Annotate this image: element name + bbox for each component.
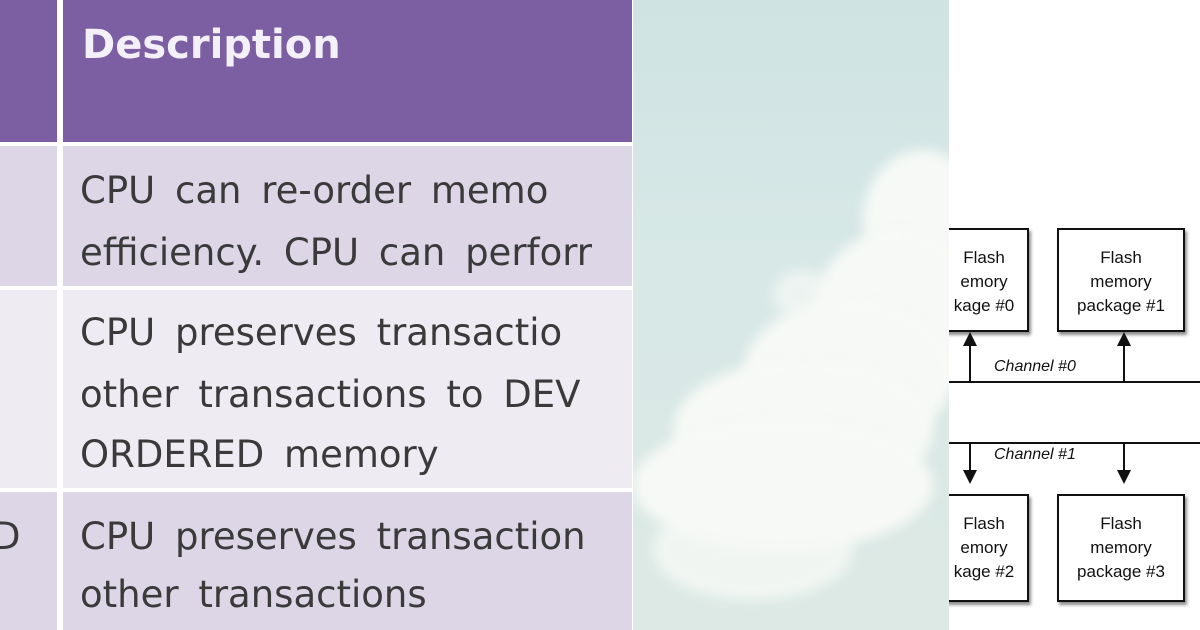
flash-package-0: Flash emory kage #0 — [949, 228, 1029, 332]
row-2-line-1: CPU preserves transactio — [80, 311, 563, 354]
table-row-left-cell — [0, 492, 57, 630]
channel-0-link-right — [1123, 346, 1125, 382]
package-2-line-3: kage #2 — [953, 562, 1015, 581]
row-1-line-1: CPU can re-order memo — [80, 169, 549, 212]
table-row — [63, 146, 632, 286]
channel-0-link-left — [969, 346, 971, 382]
package-3-line-1: Flash — [1100, 514, 1142, 533]
arrow-down-icon — [963, 470, 977, 484]
arrow-up-icon — [1117, 332, 1131, 346]
package-1-line-1: Flash — [1100, 248, 1142, 267]
sky-cloud-photo — [633, 0, 949, 630]
channel-0-label: Channel #0 — [994, 358, 1076, 375]
table-row — [63, 290, 632, 488]
channel-1-bus — [949, 442, 1200, 444]
package-1-line-2: memory — [1090, 272, 1152, 291]
package-0-line-2: emory — [960, 272, 1008, 291]
row-3-line-2: other transactions — [80, 573, 427, 616]
row-2-line-3: ORDERED memory — [80, 433, 439, 476]
flash-package-1: Flash memory package #1 — [1057, 228, 1185, 332]
table-header-cell — [63, 0, 632, 142]
row-3-left-fragment: D — [0, 515, 21, 558]
table-header-description: Description — [82, 22, 341, 68]
package-3-line-3: package #3 — [1077, 562, 1165, 581]
flash-memory-diagram: Flash emory kage #0 Flash memory package… — [949, 0, 1200, 630]
row-2-line-2: other transactions to DEV — [80, 373, 581, 416]
flash-package-3: Flash memory package #3 — [1057, 494, 1185, 602]
flash-package-2: Flash emory kage #2 — [949, 494, 1029, 602]
channel-1-link-right — [1123, 444, 1125, 474]
row-3-line-1: CPU preserves transaction — [80, 515, 586, 558]
channel-1-label: Channel #1 — [994, 446, 1076, 463]
channel-0-bus — [949, 381, 1200, 383]
table-row — [63, 492, 632, 630]
package-2-line-1: Flash — [963, 514, 1005, 533]
package-0-line-3: kage #0 — [953, 296, 1015, 315]
table-row-left-cell — [0, 290, 57, 488]
arrow-up-icon — [963, 332, 977, 346]
package-1-line-3: package #1 — [1077, 296, 1165, 315]
package-2-line-2: emory — [960, 538, 1008, 557]
table-header-cell-left — [0, 0, 57, 142]
description-table-panel: Description CPU can re-order memo effici… — [0, 0, 632, 630]
row-1-line-2: efficiency. CPU can perforr — [80, 231, 592, 274]
channel-1-link-left — [969, 444, 971, 474]
table-row-left-cell — [0, 146, 57, 286]
package-0-line-1: Flash — [963, 248, 1005, 267]
package-3-line-2: memory — [1090, 538, 1152, 557]
arrow-down-icon — [1117, 470, 1131, 484]
